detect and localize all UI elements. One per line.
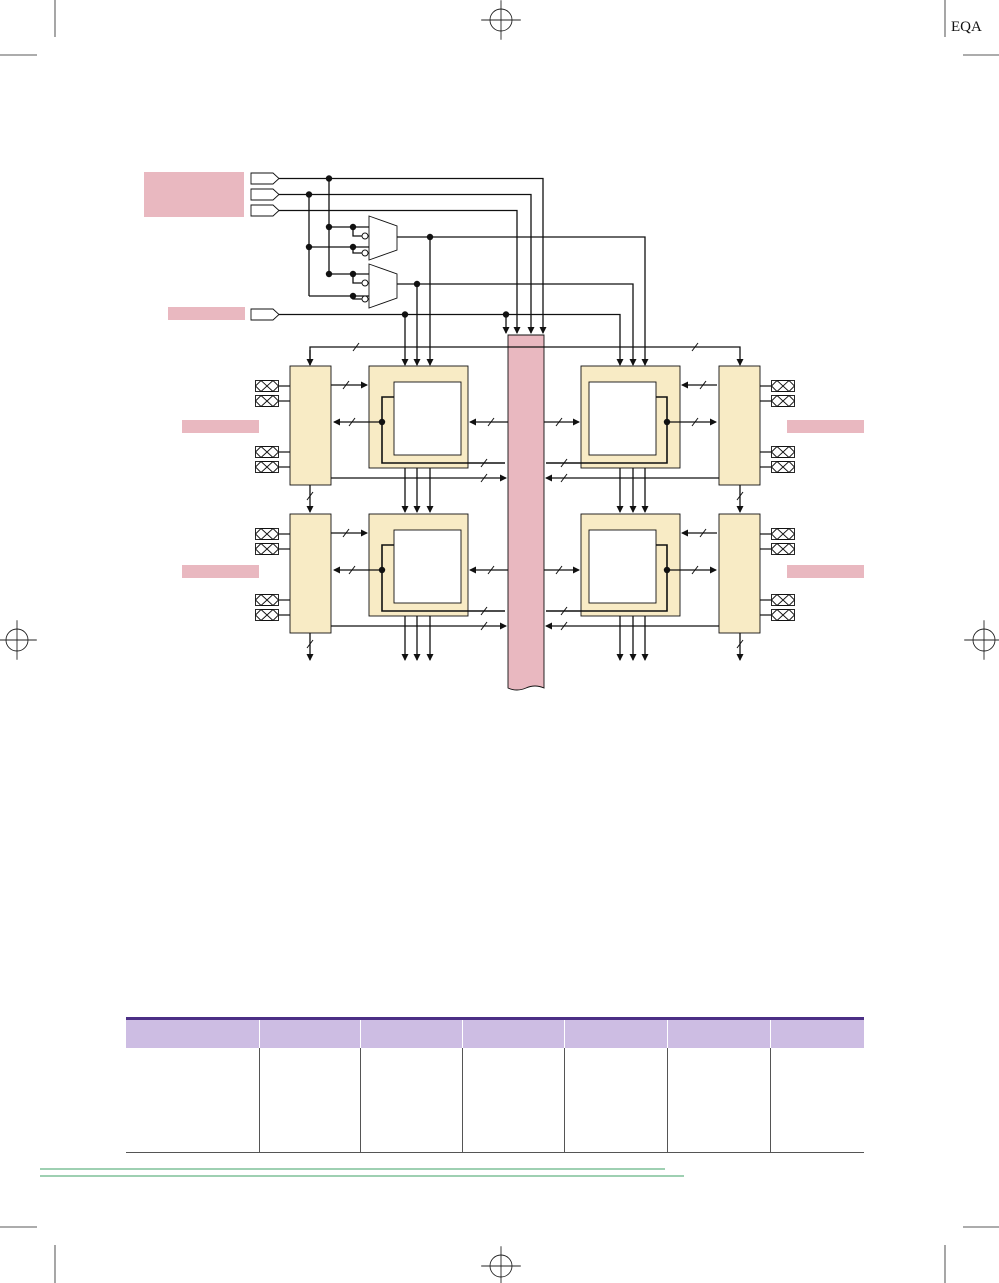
bus-width-slash-icon	[560, 621, 568, 631]
io-pad-icon	[771, 543, 795, 555]
bus-width-slash-icon	[348, 565, 356, 575]
bus-width-slash-icon	[555, 417, 563, 427]
bus-width-slash-icon	[736, 491, 744, 501]
buffer-icon	[250, 172, 280, 185]
io-pad-icon	[771, 461, 795, 473]
io-pad-icon	[771, 446, 795, 458]
bus-width-slash-icon	[480, 458, 488, 468]
io-pad-icon	[771, 528, 795, 540]
registration-mark-icon	[480, 0, 522, 41]
bus-width-slash-icon	[555, 565, 563, 575]
io-pad-icon	[771, 380, 795, 392]
right-top-bank-label	[787, 420, 864, 433]
buffer-icon	[250, 308, 280, 321]
bus-width-slash-icon	[560, 606, 568, 616]
core-blocks	[368, 365, 681, 617]
table-header-row	[126, 1017, 864, 1048]
table-cell	[360, 1048, 463, 1153]
io-pad-icon	[255, 395, 279, 407]
bus-width-slash-icon	[560, 458, 568, 468]
left-bottom-bank-label	[182, 565, 259, 578]
io-pad-icon	[255, 446, 279, 458]
feedback-loops	[381, 396, 668, 612]
junction-dots	[305, 175, 510, 318]
right-bottom-bank-label	[787, 565, 864, 578]
datapaths	[306, 381, 744, 661]
corner-label: EQA	[951, 19, 982, 35]
registration-mark-icon	[963, 619, 999, 661]
io-block-left-top	[289, 365, 332, 486]
io-pad-icon	[255, 543, 279, 555]
io-pad-icon	[255, 461, 279, 473]
table-row	[126, 1048, 864, 1153]
bus-width-slash-icon	[480, 473, 488, 483]
bus-width-slash-icon	[342, 380, 350, 390]
table-header-cell	[564, 1017, 668, 1048]
table-cell	[126, 1048, 260, 1153]
io-pad-icon	[255, 528, 279, 540]
io-pad-icon	[255, 609, 279, 621]
label-tags	[144, 172, 864, 578]
bus-width-slash-icon	[480, 621, 488, 631]
io-blocks	[289, 365, 761, 634]
mux-icon	[368, 263, 398, 309]
bus-width-slashes	[306, 342, 744, 649]
control-input-label	[168, 307, 245, 320]
table-header-cell	[462, 1017, 565, 1048]
table-cell	[462, 1048, 565, 1153]
bus-width-slash-icon	[699, 528, 707, 538]
table-cell	[258, 1048, 361, 1153]
io-pad-icon	[255, 594, 279, 606]
bus-width-slash-icon	[480, 606, 488, 616]
table-header-cell	[666, 1017, 771, 1048]
bus-width-slash-icon	[487, 417, 495, 427]
io-pad-wires	[279, 385, 771, 616]
table-header-cell	[126, 1017, 260, 1048]
table-cell	[666, 1048, 771, 1153]
central-bus	[507, 334, 545, 691]
io-pad-icon	[771, 594, 795, 606]
bus-width-slash-icon	[352, 342, 360, 352]
bus-width-slash-icon	[736, 639, 744, 649]
bus-width-slash-icon	[691, 342, 699, 352]
buffer-icon	[250, 204, 280, 217]
bus-width-slash-icon	[699, 380, 707, 390]
table-header-cell	[769, 1017, 864, 1048]
bus-width-slash-icon	[306, 491, 314, 501]
table-header-cell	[258, 1017, 361, 1048]
io-block-right-bottom	[718, 513, 761, 634]
registration-mark-icon	[480, 1245, 522, 1283]
io-pad-icon	[771, 395, 795, 407]
table-cell	[564, 1048, 668, 1153]
bus-width-slash-icon	[691, 417, 699, 427]
bus-width-slash-icon	[560, 473, 568, 483]
table-cell	[769, 1048, 864, 1153]
io-pad-icon	[255, 380, 279, 392]
io-pad-icon	[771, 609, 795, 621]
mux-icon	[368, 215, 398, 261]
footer-rules	[40, 1168, 684, 1177]
bus-width-slash-icon	[691, 565, 699, 575]
bus-width-slash-icon	[342, 528, 350, 538]
input-buffers	[250, 172, 280, 321]
bus-width-slash-icon	[306, 639, 314, 649]
clock-input-label	[144, 172, 244, 217]
registration-mark-icon	[0, 619, 38, 661]
io-block-left-bottom	[289, 513, 332, 634]
table-header-cell	[360, 1017, 463, 1048]
bus-width-slash-icon	[348, 417, 356, 427]
spec-table	[126, 1017, 864, 1153]
io-block-right-top	[718, 365, 761, 486]
buffer-icon	[250, 188, 280, 201]
left-top-bank-label	[182, 420, 259, 433]
loop-junction-dots	[378, 418, 671, 574]
clock-muxes	[361, 215, 398, 309]
clock-network	[279, 177, 744, 366]
bus-width-slash-icon	[487, 565, 495, 575]
